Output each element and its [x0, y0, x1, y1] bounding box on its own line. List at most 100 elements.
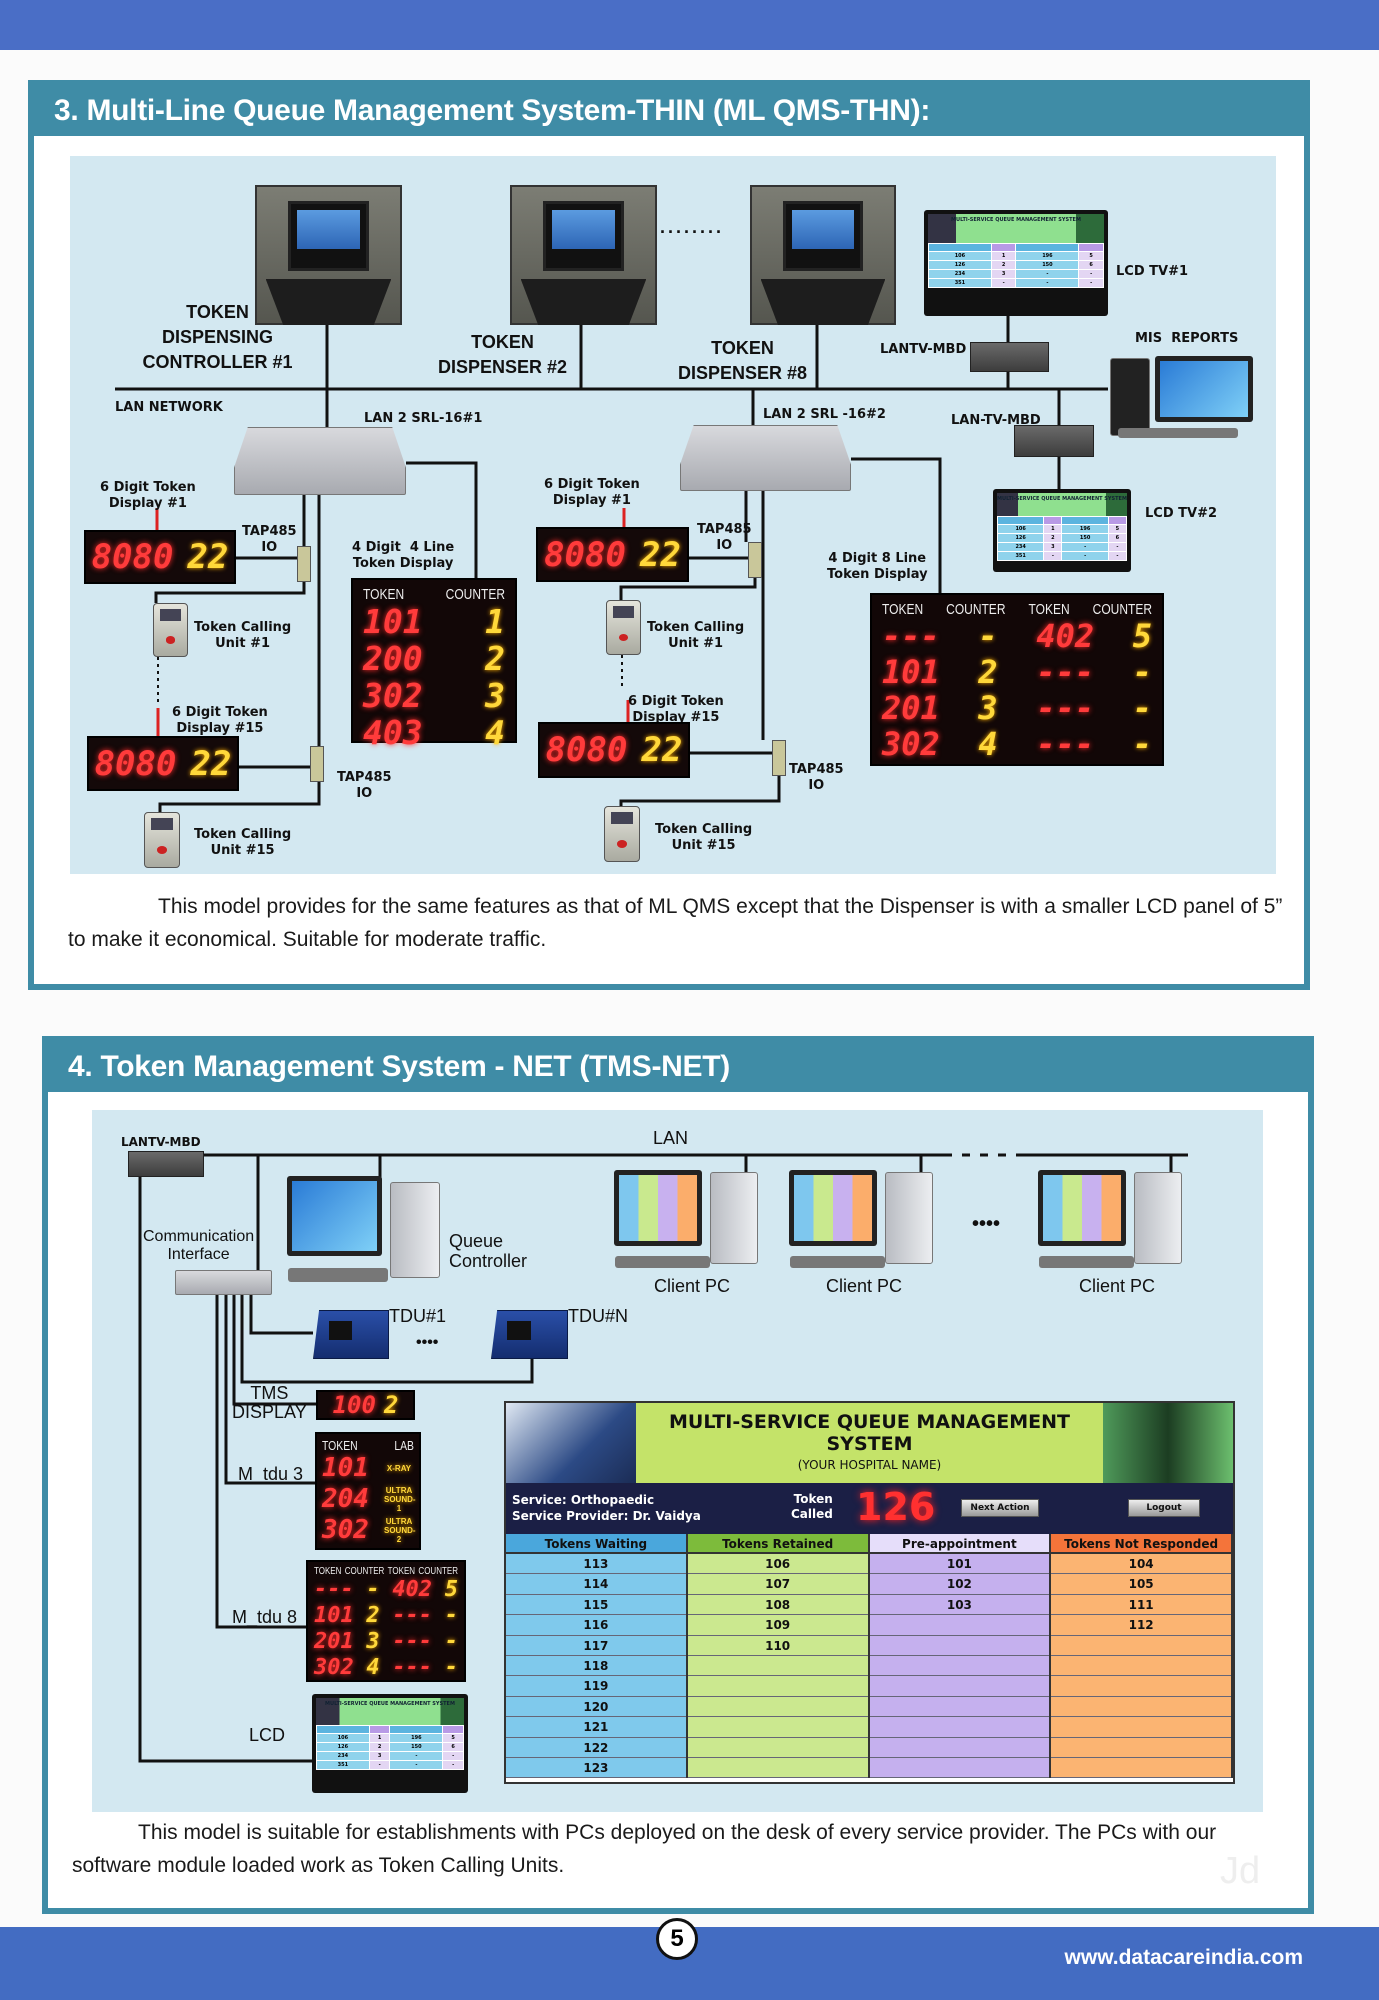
- lan-2-srl-16-switch-2: [680, 425, 851, 491]
- table-cell: 102: [869, 1574, 1050, 1595]
- led-row: 302 ULTRA SOUND-2: [322, 1515, 416, 1546]
- lcd-row: 351---: [996, 550, 1128, 561]
- table-cell: [687, 1656, 868, 1677]
- label-client-pc: Client PC: [1079, 1276, 1156, 1296]
- label-four-line-display: 4 Digit 4 Line Token Display: [352, 540, 455, 571]
- client-pc-monitor: [789, 1170, 877, 1246]
- table-cell: 110: [687, 1636, 868, 1656]
- led-counter: -: [366, 1577, 380, 1602]
- page-number: 5: [656, 1918, 698, 1960]
- lcd-header-row: [928, 243, 1104, 253]
- table-cell: [687, 1738, 868, 1758]
- label-lan-network: LAN NETWORK: [115, 400, 223, 415]
- screen-title: MULTI-SERVICE QUEUE MANAGEMENT SYSTEM: [669, 1411, 1070, 1455]
- table-cell: 104: [1051, 1554, 1231, 1575]
- label-lan: LAN: [653, 1128, 689, 1148]
- client-pc-keyboard: [615, 1256, 710, 1268]
- lcd-cell: 1: [1043, 523, 1063, 534]
- label-client-pc: Client PC: [826, 1276, 903, 1296]
- lcd-header-cell: [1043, 515, 1063, 525]
- led-token: 302: [314, 1655, 354, 1680]
- led-counter: 5: [1132, 617, 1152, 655]
- label-dispenser-1: TOKEN DISPENSING CONTROLLER #1: [142, 302, 293, 372]
- led-token: ---: [1036, 725, 1095, 763]
- led-token: ---: [392, 1655, 433, 1680]
- led-counter: -: [1132, 653, 1152, 691]
- table-cell: 119: [506, 1676, 686, 1697]
- queue-controller-keyboard: [288, 1268, 388, 1282]
- lcd-cell: 5: [1107, 523, 1128, 534]
- queue-controller-tower: [390, 1182, 440, 1278]
- client-pc-monitor: [614, 1170, 702, 1246]
- led-counter: 2: [366, 1603, 380, 1628]
- lcd-header-cell: [442, 1725, 464, 1735]
- website-link[interactable]: www.datacareindia.com: [1064, 1946, 1303, 1969]
- lantv-mbd-box: [970, 342, 1049, 372]
- logout-button[interactable]: Logout: [1128, 1499, 1200, 1517]
- table-cell: 115: [506, 1595, 686, 1616]
- token-dispensing-controller-1: [255, 185, 402, 325]
- tap485-connector: [748, 542, 762, 578]
- led-token: 201: [882, 689, 940, 727]
- label-tdu-n: TDU#N: [568, 1306, 629, 1326]
- mis-keyboard: [1118, 428, 1238, 438]
- label-tdu-1: TDU#1: [389, 1306, 447, 1326]
- lcd-cell: 150: [1061, 532, 1109, 543]
- label-calling-unit-15: Token Calling Unit #15: [655, 822, 753, 853]
- table-cell: [1051, 1758, 1231, 1779]
- lan-2-srl-16-switch-1: [234, 427, 406, 495]
- led-counter: -: [1132, 725, 1152, 763]
- lcd-cell: -: [368, 1760, 391, 1771]
- queue-controller-monitor: [287, 1176, 382, 1256]
- table-cell: 118: [506, 1656, 686, 1677]
- table-cell: 114: [506, 1574, 686, 1595]
- jd-watermark: Jd: [1220, 1850, 1261, 1892]
- lcd-cell: -: [389, 1760, 444, 1771]
- led-token: 204: [322, 1484, 369, 1514]
- lab-name: ULTRA SOUND-2: [384, 1517, 416, 1544]
- label-tap485: TAP485 IO: [337, 770, 392, 801]
- label-six-digit-display-1: 6 Digit Token Display #1: [544, 477, 640, 508]
- lcd-cell: 234: [928, 269, 992, 280]
- led-counter: 4: [978, 725, 998, 763]
- table-cell: 107: [687, 1574, 868, 1595]
- next-action-button[interactable]: Next Action: [961, 1499, 1039, 1517]
- lcd-cell: -: [990, 278, 1017, 289]
- table-cell: [869, 1738, 1050, 1758]
- table-cell: [869, 1758, 1050, 1779]
- lcd-cell: 196: [389, 1733, 444, 1744]
- lcd-cell: 6: [1107, 532, 1128, 543]
- led-counter: -: [1132, 689, 1152, 727]
- led-token: 101: [882, 653, 940, 691]
- lcd-cell: 2: [1043, 532, 1063, 543]
- lcd-header-cell: [1015, 243, 1080, 253]
- led-token: ---: [882, 617, 940, 655]
- lcd-cell: 234: [316, 1751, 370, 1762]
- lcd-header-cell: [990, 243, 1017, 253]
- mis-pc-tower: [1110, 358, 1150, 436]
- led-token: ---: [1036, 689, 1095, 727]
- table-cell: 111: [1051, 1595, 1231, 1616]
- communication-interface-box: [175, 1270, 272, 1295]
- led-token: 200: [363, 639, 423, 678]
- led-counter: 5: [444, 1577, 458, 1602]
- label-eight-line-display: 4 Digit 8 Line Token Display: [827, 551, 928, 582]
- client-pc-dots: ••••: [972, 1213, 1001, 1235]
- lcd-cell: 6: [442, 1742, 464, 1753]
- led-token: 302: [322, 1515, 369, 1545]
- token-called-value: 126: [856, 1485, 936, 1529]
